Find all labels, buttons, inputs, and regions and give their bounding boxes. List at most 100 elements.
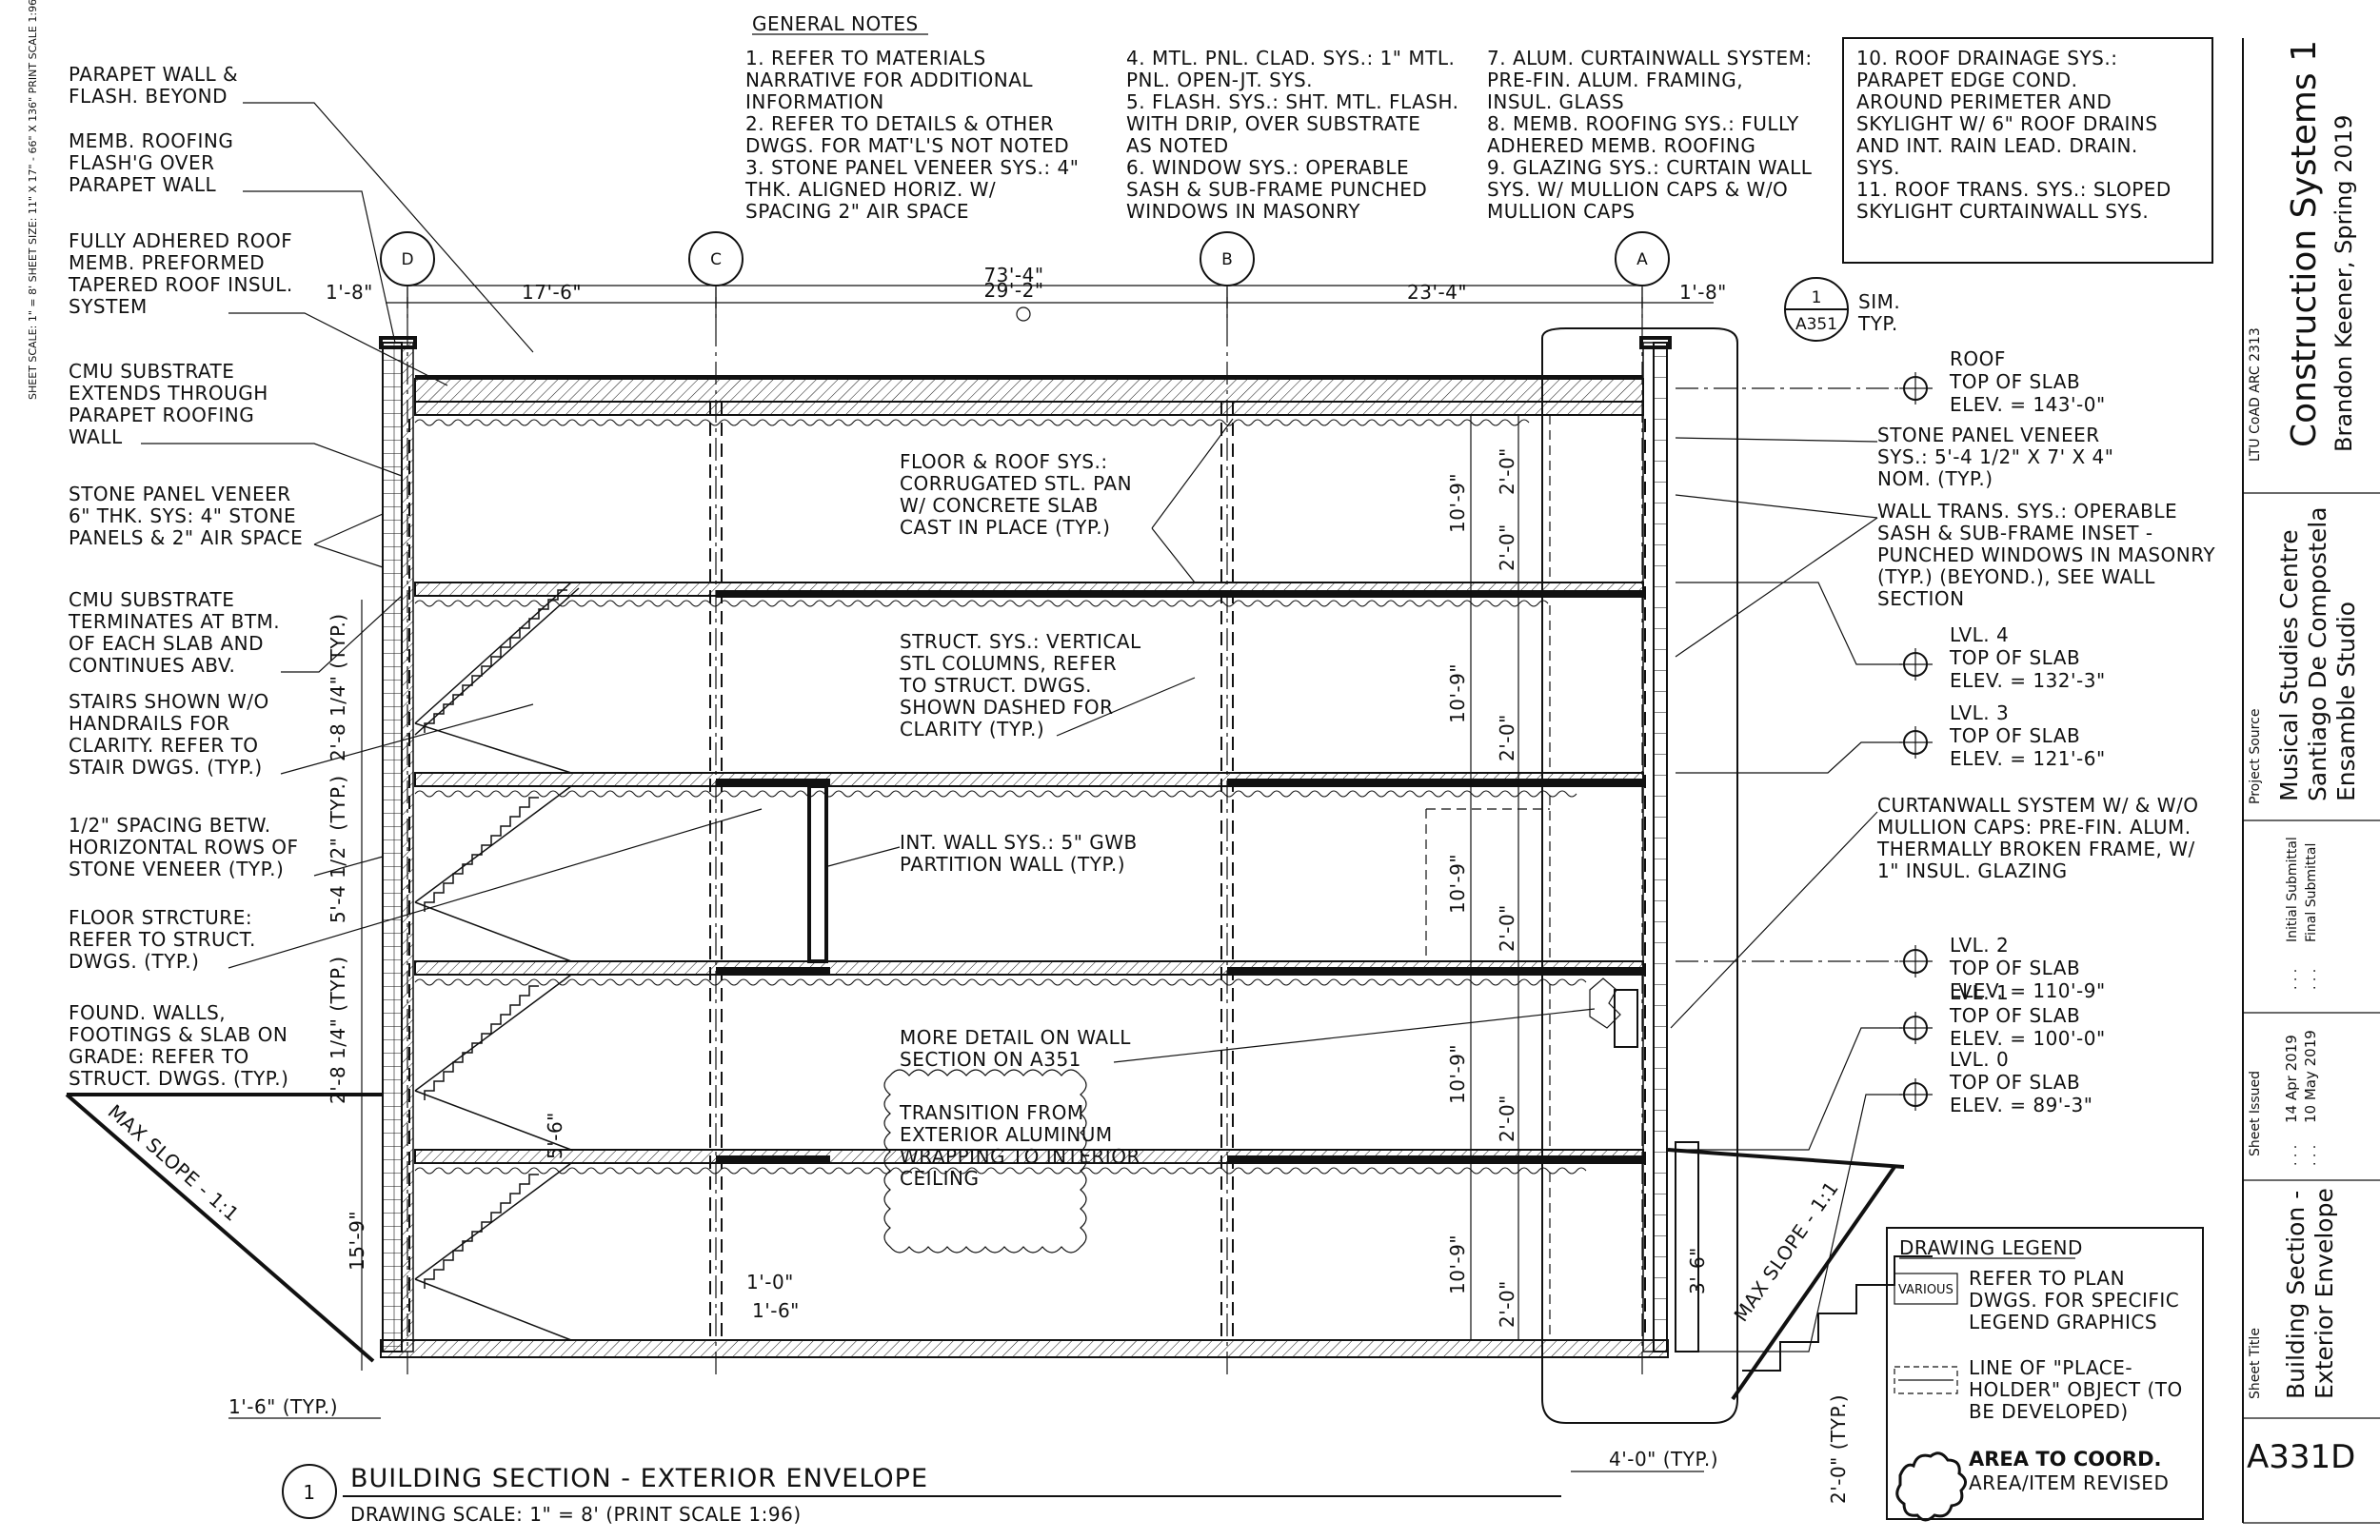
stairs [414,582,580,1341]
submittal-initial: Initial Submittal [2285,837,2300,942]
left-note-stone-veneer: STONE PANEL VENEER 6" THK. SYS: 4" STONE… [69,483,384,568]
svg-text:STONE VENEER (TYP.): STONE VENEER (TYP.) [69,858,284,880]
slab-on-grade [380,1339,1669,1358]
svg-text:WITH DRIP, OVER SUBSTRATE: WITH DRIP, OVER SUBSTRATE [1126,112,1420,135]
partition-wall [807,784,828,963]
building-section: MAX SLOPE - 1:1 MAX SLOPE - 1:1 [65,336,1933,1401]
svg-text:LINE OF "PLACE-: LINE OF "PLACE- [1969,1356,2132,1379]
svg-text:PARAPET WALL &: PARAPET WALL & [69,63,238,86]
svg-text:MULLION CAPS: MULLION CAPS [1487,200,1636,223]
general-notes-col4: 10. ROOF DRAINAGE SYS.: PARAPET EDGE CON… [1856,47,2171,223]
svg-text:INT. WALL SYS.: 5" GWB: INT. WALL SYS.: 5" GWB [900,831,1138,854]
svg-text:2'-8 1/4" (TYP.): 2'-8 1/4" (TYP.) [327,956,349,1104]
svg-text:10. ROOF DRAINAGE SYS.:: 10. ROOF DRAINAGE SYS.: [1856,47,2117,69]
project-line-2: Santiago De Compostela [2304,506,2331,801]
svg-text:CORRUGATED STL. PAN: CORRUGATED STL. PAN [900,472,1132,495]
svg-text:LVL. 4: LVL. 4 [1950,623,2009,646]
svg-text:TOP OF SLAB: TOP OF SLAB [1949,957,2080,979]
svg-text:PUNCHED WINDOWS IN MASONRY: PUNCHED WINDOWS IN MASONRY [1877,543,2215,566]
author: Brandon Keener, Spring 2019 [2330,115,2357,452]
svg-text:2'-0": 2'-0" [1496,1095,1518,1142]
project-source-label: Project Source [2248,709,2263,804]
svg-text:HANDRAILS FOR: HANDRAILS FOR [69,712,230,735]
svg-text:STONE PANEL VENEER: STONE PANEL VENEER [1877,424,2100,446]
center-note-floor-roof: FLOOR & ROOF SYS.: CORRUGATED STL. PAN W… [900,418,1234,583]
left-note-cmu-extends: CMU SUBSTRATE EXTENDS THROUGH PARAPET RO… [69,360,403,477]
svg-text:PARAPET EDGE COND.: PARAPET EDGE COND. [1856,69,2077,91]
svg-text:6" THK. SYS: 4" STONE: 6" THK. SYS: 4" STONE [69,504,296,527]
svg-text:SIM.: SIM. [1858,290,1900,313]
drawing-title-text: BUILDING SECTION - EXTERIOR ENVELOPE [350,1464,928,1493]
svg-text:2'-0": 2'-0" [1496,447,1518,495]
title-block: LTU CoAD ARC 2313 Construction Systems 1… [2242,38,2380,1524]
general-notes-col3: 7. ALUM. CURTAINWALL SYSTEM: PRE-FIN. AL… [1487,47,1812,223]
left-stone-veneer [382,342,403,1352]
svg-text:DWGS. (TYP.): DWGS. (TYP.) [69,950,199,973]
svg-text:TRANSITION FROM: TRANSITION FROM [899,1101,1084,1124]
left-note-foundation: FOUND. WALLS, FOOTINGS & SLAB ON GRADE: … [69,1001,288,1090]
svg-text:FOOTINGS & SLAB ON: FOOTINGS & SLAB ON [69,1023,288,1046]
svg-text:B: B [1221,250,1233,269]
svg-text:1'-0": 1'-0" [746,1271,794,1293]
svg-text:DWGS. FOR MAT'L'S NOT NOTED: DWGS. FOR MAT'L'S NOT NOTED [745,134,1069,157]
svg-text:10'-9": 10'-9" [1446,663,1469,723]
drawing-title: 1 BUILDING SECTION - EXTERIOR ENVELOPE D… [282,1464,1561,1526]
svg-text:SHOWN DASHED FOR: SHOWN DASHED FOR [900,696,1114,719]
svg-text:. . .: . . . [2304,969,2319,990]
grid-bubble-d: D [380,231,435,286]
svg-text:(TYP.) (BEYOND.), SEE WALL: (TYP.) (BEYOND.), SEE WALL [1877,565,2155,588]
course-title: Construction Systems 1 [2285,40,2324,447]
svg-text:CMU SUBSTRATE: CMU SUBSTRATE [69,360,234,383]
svg-text:5'-4 1/2" (TYP.): 5'-4 1/2" (TYP.) [327,775,349,923]
level-marker-lvl-2: LVL. 2 TOP OF SLAB ELEV. = 110'-9" [1676,934,2105,1002]
svg-text:SPACING 2" AIR SPACE: SPACING 2" AIR SPACE [745,200,969,223]
svg-text:STONE PANEL VENEER: STONE PANEL VENEER [69,483,291,505]
svg-text:NOM. (TYP.): NOM. (TYP.) [1877,467,1993,490]
center-note-wall-section: MORE DETAIL ON WALL SECTION ON A351 [900,1008,1596,1071]
svg-text:THERMALLY BROKEN FRAME, W/: THERMALLY BROKEN FRAME, W/ [1876,838,2195,860]
ground-and-slopes [65,1093,1933,1401]
svg-text:STAIRS SHOWN W/O: STAIRS SHOWN W/O [69,690,269,713]
svg-text:2'-0": 2'-0" [1496,523,1518,571]
dim-right-bay: 23'-4" [1407,281,1467,304]
svg-text:1'-6" (TYP.): 1'-6" (TYP.) [228,1395,338,1418]
svg-text:PARTITION WALL (TYP.): PARTITION WALL (TYP.) [900,853,1125,876]
center-note-struct-sys: STRUCT. SYS.: VERTICAL STL COLUMNS, REFE… [899,630,1196,740]
curtainwall-glazing [1425,414,1643,1340]
svg-text:AREA TO COORD.: AREA TO COORD. [1969,1448,2162,1471]
svg-text:ELEV. = 143'-0": ELEV. = 143'-0" [1950,393,2106,416]
svg-text:ELEV. = 100'-0": ELEV. = 100'-0" [1950,1027,2106,1050]
svg-text:. . .: . . . [2285,969,2300,990]
sheet-number: A331D [2247,1438,2355,1476]
sheet-scale-note: SHEET SCALE: 1" = 8' SHEET SIZE: 11" X 1… [27,0,39,400]
svg-text:REFER TO PLAN: REFER TO PLAN [1969,1267,2125,1290]
svg-text:GRADE: REFER TO: GRADE: REFER TO [69,1045,249,1068]
level-marker-lvl-4: LVL. 4 TOP OF SLAB ELEV. = 132'-3" [1676,582,2105,692]
svg-text:2'-0" (TYP.): 2'-0" (TYP.) [1827,1394,1850,1504]
level-marker-roof: ROOF TOP OF SLAB ELEV. = 143'-0" [1676,347,2106,416]
svg-text:TOP OF SLAB: TOP OF SLAB [1949,724,2080,747]
svg-text:MEMB. ROOFING: MEMB. ROOFING [69,129,233,152]
left-note-floor-structure: FLOOR STRCTURE: REFER TO STRUCT. DWGS. (… [69,808,763,973]
left-notes: PARAPET WALL & FLASH. BEYOND MEMB. ROOFI… [68,63,763,1090]
svg-text:2'-8 1/4" (TYP.): 2'-8 1/4" (TYP.) [327,613,349,761]
svg-text:FLASH. BEYOND: FLASH. BEYOND [69,85,228,108]
svg-text:NARRATIVE FOR ADDITIONAL: NARRATIVE FOR ADDITIONAL [745,69,1033,91]
svg-text:STRUCT. DWGS. (TYP.): STRUCT. DWGS. (TYP.) [69,1067,288,1090]
svg-text:8. MEMB. ROOFING SYS.: FULLY: 8. MEMB. ROOFING SYS.: FULLY [1487,112,1799,135]
dim-left-bay: 17'-6" [522,281,582,304]
svg-text:SASH & SUB-FRAME PUNCHED: SASH & SUB-FRAME PUNCHED [1126,178,1427,201]
project-line-1: Musical Studies Centre [2275,529,2303,801]
svg-text:. . .: . . . [2304,1145,2319,1166]
svg-text:ELEV. = 89'-3": ELEV. = 89'-3" [1950,1094,2092,1116]
svg-text:4'-0" (TYP.): 4'-0" (TYP.) [1609,1448,1718,1471]
project-line-3: Ensamble Studio [2332,602,2360,801]
svg-text:SECTION: SECTION [1877,587,1965,610]
dim-half: 29'-2" [983,279,1043,302]
general-notes-col1: 1. REFER TO MATERIALS NARRATIVE FOR ADDI… [744,47,1079,223]
left-note-cmu-terminates: CMU SUBSTRATE TERMINATES AT BTM. OF EACH… [68,588,403,677]
svg-text:10'-9": 10'-9" [1446,854,1469,914]
svg-text:WRAPPING TO INTERIOR: WRAPPING TO INTERIOR [900,1145,1140,1168]
svg-text:ELEV. = 121'-6": ELEV. = 121'-6" [1950,747,2106,770]
svg-text:TOP OF SLAB: TOP OF SLAB [1949,1004,2080,1027]
